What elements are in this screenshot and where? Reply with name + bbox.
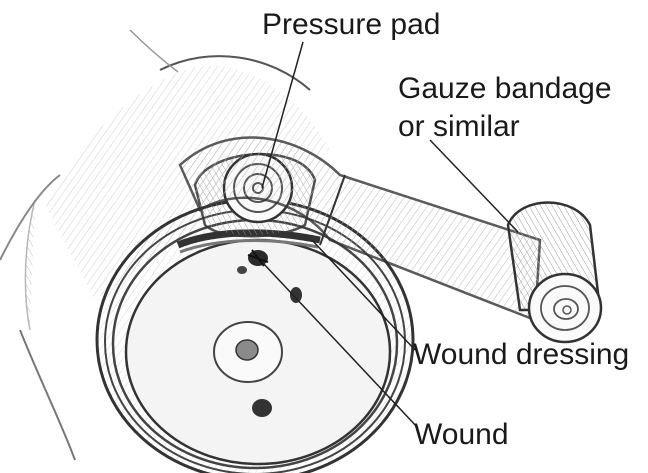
pressure-pad-label: Pressure pad	[262, 8, 440, 42]
wound-label: Wound	[414, 418, 509, 452]
wound-mark	[248, 250, 268, 266]
gauze-bandage-label: Gauze bandage	[398, 72, 612, 106]
gauze-roll	[508, 203, 601, 343]
gauze-bandage-label-line2: or similar	[398, 110, 520, 144]
limb-cross-section	[126, 240, 390, 464]
wound-dressing-label: Wound dressing	[413, 338, 629, 372]
